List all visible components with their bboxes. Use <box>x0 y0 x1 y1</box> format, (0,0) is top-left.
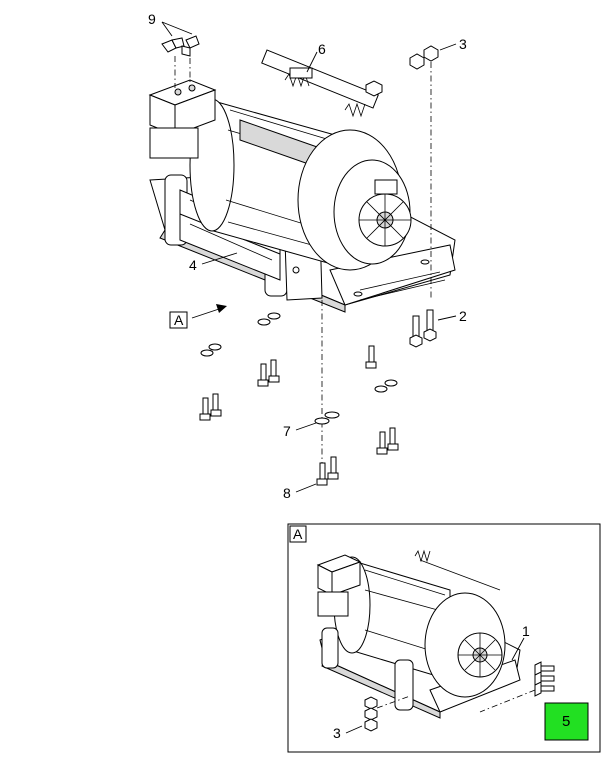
winch-assembly <box>148 49 456 313</box>
highlight-callout-5-box[interactable] <box>544 702 589 741</box>
callout-7: 7 <box>283 423 291 439</box>
callout-3-detail: 3 <box>333 725 341 741</box>
callout-4: 4 <box>189 257 197 273</box>
callout-6: 6 <box>318 41 326 57</box>
detail-a-label: A <box>293 526 303 542</box>
detail-bolts <box>479 661 555 713</box>
center-washers <box>314 300 340 470</box>
mounting-bolts <box>409 309 437 348</box>
housing-nut <box>365 80 383 97</box>
detail-nuts <box>364 695 411 732</box>
callout-1: 1 <box>522 623 530 639</box>
view-a-label: A <box>174 312 184 328</box>
callout-5: 5 <box>562 713 570 730</box>
loose-hardware-right <box>365 345 399 455</box>
top-spring-tensioner <box>261 49 379 118</box>
callout-2: 2 <box>459 308 467 324</box>
center-bolts <box>316 456 339 486</box>
hydraulic-elbow-fittings <box>161 35 200 88</box>
loose-bolts-left <box>199 359 280 421</box>
callout-9: 9 <box>148 11 156 27</box>
callout-3: 3 <box>459 36 467 52</box>
leader-lines <box>161 21 457 493</box>
detail-winch <box>316 549 521 719</box>
view-a-indicator: A <box>169 304 227 329</box>
winch-motor-end <box>297 129 412 271</box>
valve-block <box>148 79 217 159</box>
loose-washers-left <box>200 312 281 357</box>
detail-view-a: A <box>287 523 601 753</box>
top-hex-nuts <box>409 45 439 300</box>
callout-8: 8 <box>283 485 291 501</box>
